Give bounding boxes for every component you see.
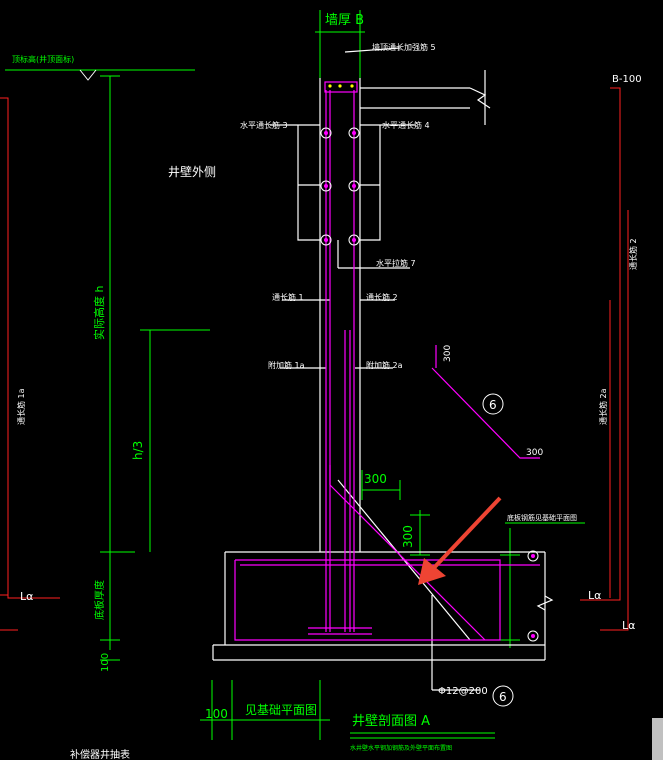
bottom-left-text: 补偿器井抽表 bbox=[70, 748, 130, 760]
actual-height-label: 实际高度 h bbox=[92, 286, 106, 340]
rebar-v1-label: 通长筋 1 bbox=[272, 292, 304, 302]
rebar-h4-label: 水平通长筋 4 bbox=[382, 120, 430, 130]
wall-outside-label: 井壁外侧 bbox=[168, 164, 216, 179]
dimension-lines bbox=[5, 10, 585, 740]
wall-outline bbox=[212, 47, 554, 691]
foundation-plan-label: 见基础平面图 bbox=[245, 703, 317, 717]
top-rebar-dots bbox=[328, 84, 354, 88]
rebar-h3-label: 水平通长筋 3 bbox=[240, 120, 288, 130]
dim-300-d: 300 bbox=[526, 448, 543, 458]
ground-level-marker bbox=[79, 69, 97, 81]
bottom-slab-label: 底板厚度 bbox=[93, 580, 106, 620]
white-labels: 墙顶通长加强筋 5 水平通长筋 3 水平通长筋 4 水平拉筋 7 通长筋 1 通… bbox=[16, 42, 642, 760]
dim-300-a: 300 bbox=[364, 472, 387, 486]
rebar-top-label: 墙顶通长加强筋 5 bbox=[372, 42, 436, 52]
la-label-right-1: Lα bbox=[588, 589, 601, 602]
dim-300-c: 300 bbox=[443, 345, 453, 362]
h3-label: h/3 bbox=[131, 441, 145, 460]
green-labels: 墙厚 B 顶标高(井顶面标) 实际高度 h h/3 底板厚度 100 100 见… bbox=[12, 13, 452, 752]
b100-label: B-100 bbox=[612, 74, 642, 85]
rebar-dots bbox=[320, 127, 539, 642]
rebar-h7-label: 水平拉筋 7 bbox=[376, 258, 416, 268]
detail-marker-6-top: 6 bbox=[489, 398, 497, 412]
rebars bbox=[234, 81, 540, 641]
foundation-edge-label: 底板钢筋见基础平面图 bbox=[507, 513, 577, 522]
side-right-top-label: 通长筋 2 bbox=[628, 238, 638, 270]
side-right-mid-label: 通长筋 2a bbox=[598, 388, 608, 425]
la-label-right-2: Lα bbox=[622, 619, 635, 632]
rebar-dot-centers bbox=[324, 131, 535, 638]
la-lines bbox=[0, 87, 629, 631]
drawing-title: 井壁剖面图 A bbox=[352, 714, 430, 729]
scrollbar-stub[interactable] bbox=[652, 718, 663, 760]
wall-thickness-label: 墙厚 B bbox=[325, 13, 364, 28]
dim-300-b: 300 bbox=[401, 525, 415, 548]
annotation-arrow bbox=[418, 496, 502, 585]
detail-marker-6-bottom: 6 bbox=[499, 690, 507, 704]
rebar-spec: Φ12@200 bbox=[438, 686, 488, 697]
dim-100-bottom: 100 bbox=[205, 707, 228, 721]
la-label-left: Lα bbox=[20, 590, 33, 603]
rebar-a1-label: 附加筋 1a bbox=[268, 360, 305, 370]
rebar-v2-label: 通长筋 2 bbox=[366, 292, 398, 302]
drawing-subtitle: 水井壁水平钢加钢筋及外壁平面布置图 bbox=[350, 744, 452, 752]
detail-markers bbox=[482, 393, 514, 707]
dim-100-left: 100 bbox=[100, 653, 111, 672]
rebar-a2-label: 附加筋 2a bbox=[366, 360, 403, 370]
ground-level-label: 顶标高(井顶面标) bbox=[12, 54, 74, 64]
side-left-label: 通长筋 1a bbox=[16, 388, 26, 425]
